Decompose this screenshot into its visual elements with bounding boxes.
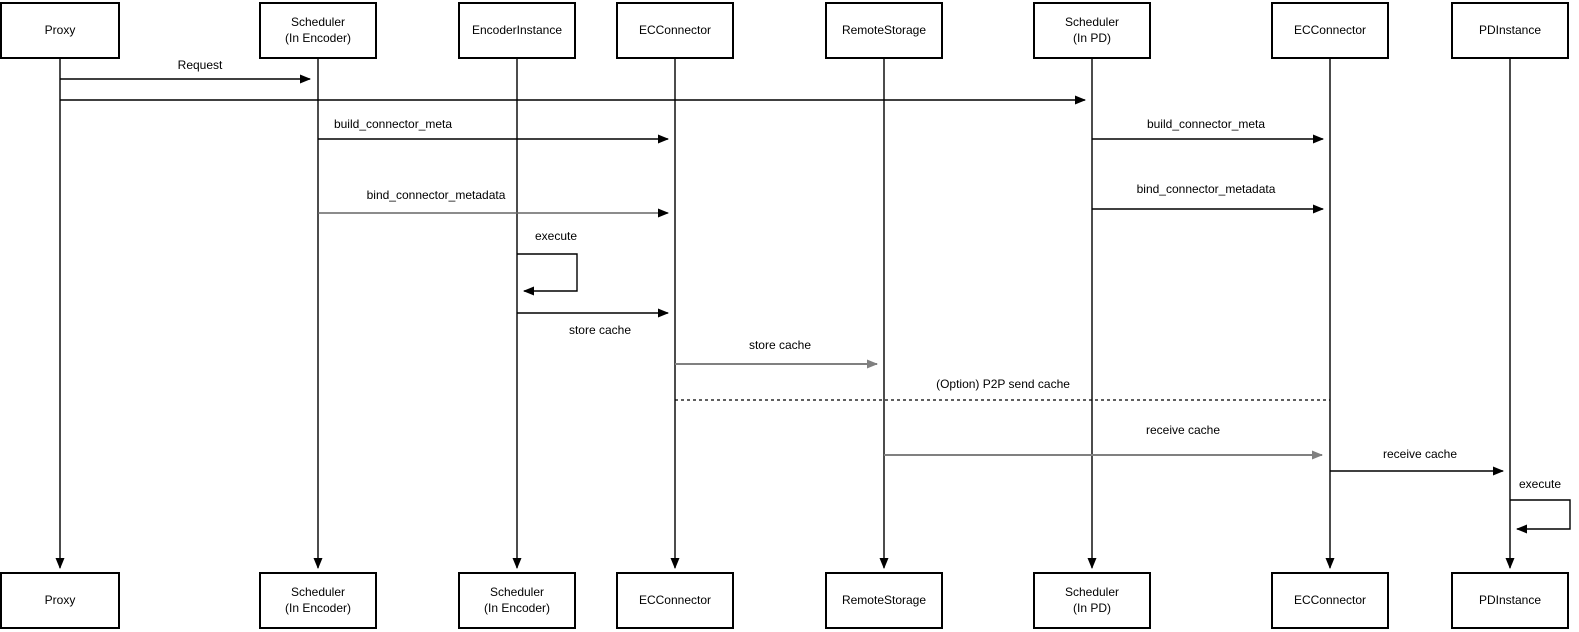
- message-label-store-cache-2: store cache: [748, 338, 812, 352]
- actor-box-scheduler-pd-bottom: Scheduler (In PD): [1033, 572, 1151, 629]
- message-label-p2p-send-cache: (Option) P2P send cache: [936, 377, 1070, 391]
- message-label-execute-encoder: execute: [534, 229, 578, 243]
- message-label-bind-connector-metadata-right: bind_connector_metadata: [1136, 182, 1276, 196]
- actor-label: ECConnector: [638, 22, 712, 37]
- actor-box-remote-storage-bottom: RemoteStorage: [825, 572, 943, 629]
- actor-box-pd-instance-top: PDInstance: [1451, 2, 1569, 59]
- actor-box-encoder-instance-top: EncoderInstance: [458, 2, 576, 59]
- actor-label: ECConnector: [1293, 592, 1367, 607]
- message-label-receive-cache-2: receive cache: [1382, 447, 1458, 461]
- actor-box-ec-connector-1-bottom: ECConnector: [616, 572, 734, 629]
- message-arrow-execute-encoder-self-loop: [517, 253, 578, 296]
- actor-label: PDInstance: [1478, 592, 1542, 607]
- actor-box-ec-connector-2-top: ECConnector: [1271, 2, 1389, 59]
- message-label-request: Request: [177, 58, 223, 72]
- actor-label: RemoteStorage: [841, 22, 927, 37]
- message-label-bind-connector-metadata-left: bind_connector_metadata: [366, 188, 506, 202]
- actor-box-ec-connector-1-top: ECConnector: [616, 2, 734, 59]
- actor-label: ECConnector: [1293, 22, 1367, 37]
- message-label-build-connector-meta-right: build_connector_meta: [1146, 117, 1266, 131]
- message-label-store-cache-1: store cache: [568, 323, 632, 337]
- actor-label: Proxy: [44, 22, 76, 37]
- actor-box-pd-instance-bottom: PDInstance: [1451, 572, 1569, 629]
- actor-label: Scheduler (In PD): [1064, 584, 1120, 615]
- actor-label: PDInstance: [1478, 22, 1542, 37]
- message-label-receive-cache-1: receive cache: [1145, 423, 1221, 437]
- message-label-execute-pd: execute: [1518, 477, 1562, 491]
- actor-box-proxy-bottom: Proxy: [0, 572, 120, 629]
- actor-label: Scheduler (In Encoder): [284, 14, 352, 45]
- actor-box-scheduler-encoder-2-bottom: Scheduler (In Encoder): [458, 572, 576, 629]
- message-arrow-execute-pd-self-loop: [1510, 499, 1571, 534]
- actor-box-remote-storage-top: RemoteStorage: [825, 2, 943, 59]
- actor-label: RemoteStorage: [841, 592, 927, 607]
- actor-label: Proxy: [44, 592, 76, 607]
- message-label-build-connector-meta-left: build_connector_meta: [333, 117, 453, 131]
- actor-box-scheduler-pd-top: Scheduler (In PD): [1033, 2, 1151, 59]
- actor-box-ec-connector-2-bottom: ECConnector: [1271, 572, 1389, 629]
- actor-box-proxy-top: Proxy: [0, 2, 120, 59]
- actor-label: EncoderInstance: [471, 22, 563, 37]
- actor-label: ECConnector: [638, 592, 712, 607]
- actor-label: Scheduler (In Encoder): [284, 584, 352, 615]
- actor-box-scheduler-encoder-top: Scheduler (In Encoder): [259, 2, 377, 59]
- actor-label: Scheduler (In Encoder): [483, 584, 551, 615]
- actor-box-scheduler-encoder-bottom: Scheduler (In Encoder): [259, 572, 377, 629]
- actor-label: Scheduler (In PD): [1064, 14, 1120, 45]
